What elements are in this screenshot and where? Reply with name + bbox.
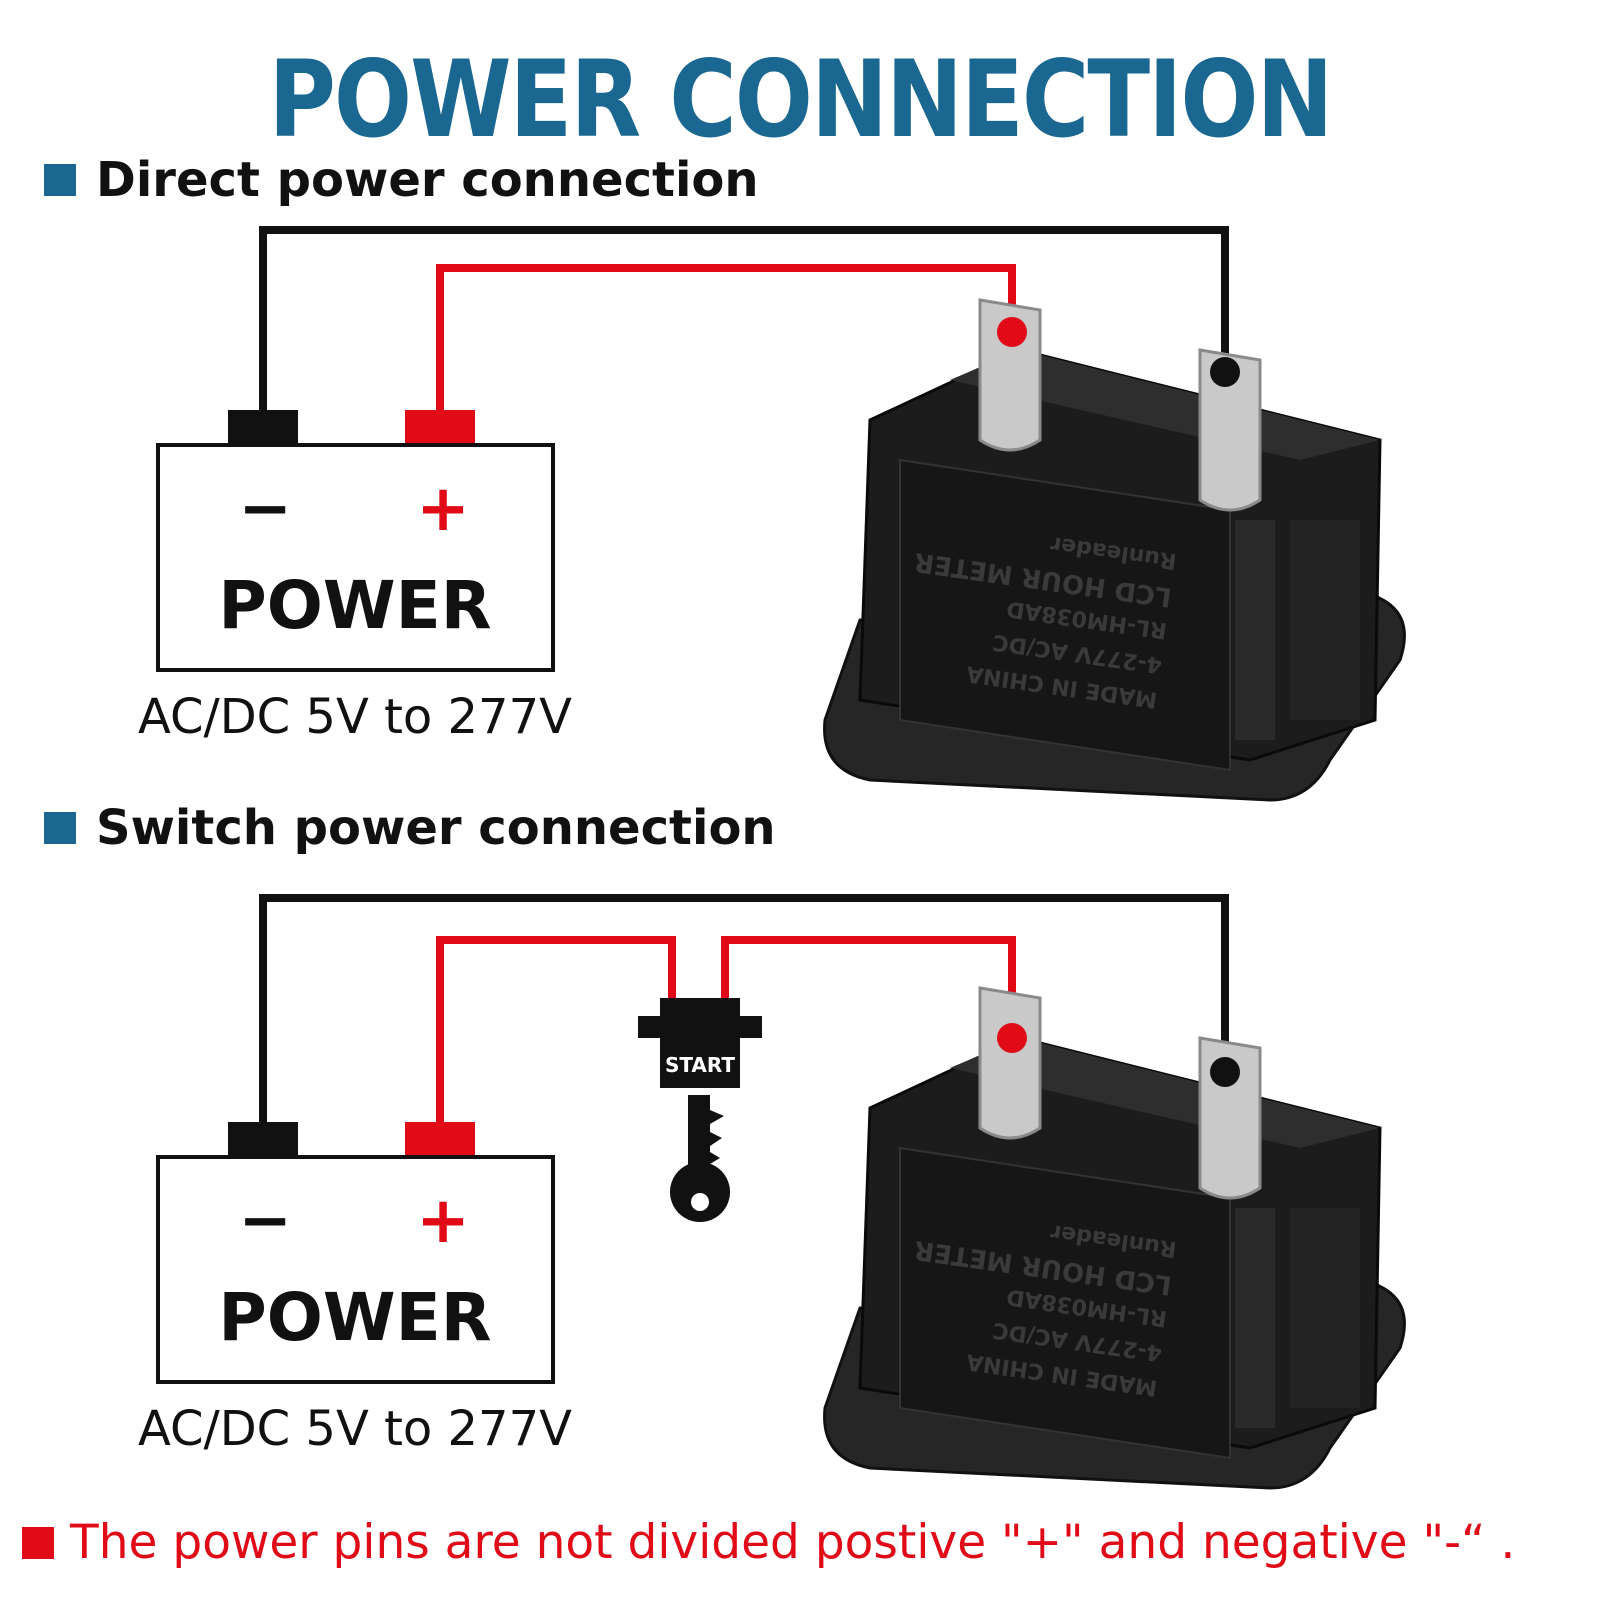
negative-terminal-dot bbox=[1210, 1057, 1240, 1087]
switch-wiring bbox=[259, 894, 1229, 1130]
minus-sign: − bbox=[238, 472, 292, 546]
key-icon bbox=[670, 1095, 730, 1222]
negative-wire bbox=[259, 894, 1229, 1130]
voltage-label: AC/DC 5V to 277V bbox=[138, 689, 572, 745]
positive-wire-to-switch bbox=[436, 936, 676, 1130]
power-label: POWER bbox=[218, 567, 491, 644]
polarity-note: The power pins are not divided postive "… bbox=[22, 1515, 1515, 1570]
start-label: START bbox=[665, 1053, 735, 1077]
positive-wire-from-switch bbox=[721, 936, 1016, 1038]
power-label: POWER bbox=[218, 1279, 491, 1356]
square-bullet-icon bbox=[44, 812, 76, 844]
negative-wire bbox=[259, 226, 1229, 425]
square-bullet-icon bbox=[44, 164, 76, 196]
square-bullet-icon bbox=[22, 1526, 54, 1559]
battery-icon: − + POWER bbox=[156, 410, 555, 672]
positive-terminal-dot bbox=[997, 317, 1027, 347]
section-heading-text: Direct power connection bbox=[96, 152, 759, 208]
hour-meter-icon: MADE IN CHINA 4-277V AC/DC RL-HM038AD LC… bbox=[823, 986, 1406, 1490]
page-title: POWER CONNECTION bbox=[268, 38, 1333, 162]
negative-terminal-dot bbox=[1210, 357, 1240, 387]
minus-sign: − bbox=[238, 1184, 292, 1258]
plus-sign: + bbox=[416, 1184, 470, 1258]
section-heading-direct: Direct power connection bbox=[44, 152, 759, 208]
section-heading-text: Switch power connection bbox=[96, 800, 776, 856]
key-switch: START bbox=[638, 998, 762, 1222]
hour-meter-icon: MADE IN CHINA 4-277V AC/DC RL-HM038AD LC… bbox=[823, 298, 1406, 802]
section-heading-switch: Switch power connection bbox=[44, 800, 776, 856]
voltage-label: AC/DC 5V to 277V bbox=[138, 1401, 572, 1457]
plus-sign: + bbox=[416, 472, 470, 546]
polarity-note-text: The power pins are not divided postive "… bbox=[70, 1515, 1516, 1570]
battery-icon: − + POWER bbox=[156, 1122, 555, 1384]
positive-terminal-dot bbox=[997, 1023, 1027, 1053]
positive-wire bbox=[436, 264, 1016, 425]
direct-wiring bbox=[259, 226, 1229, 425]
